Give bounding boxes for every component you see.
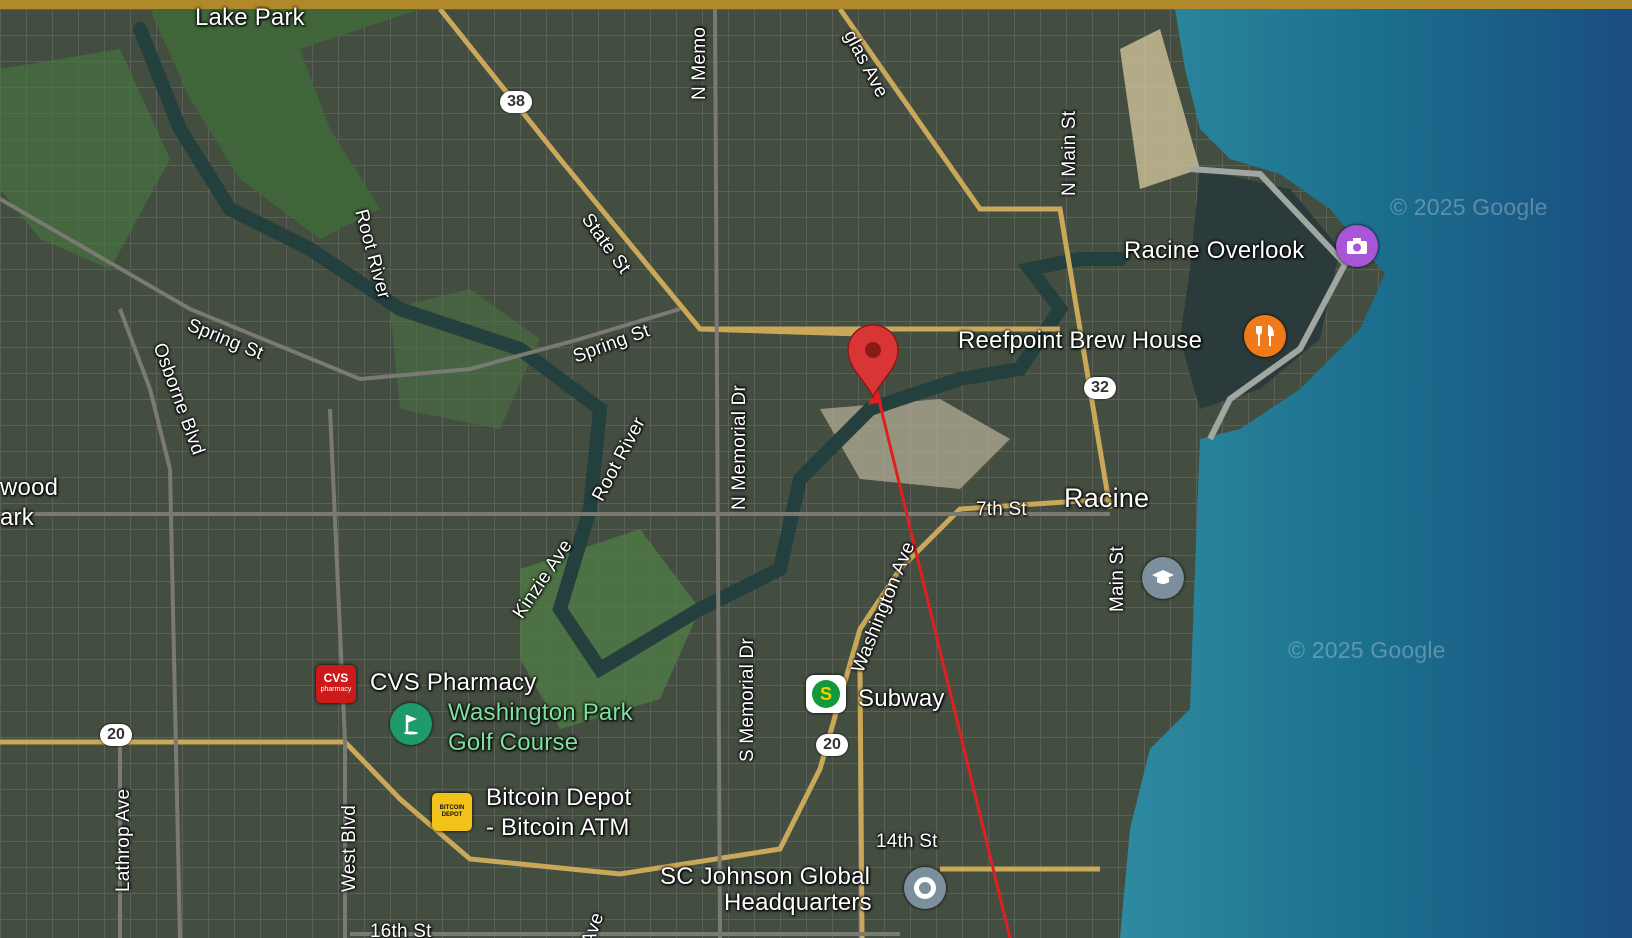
secondary-roads <box>0 9 1110 938</box>
poi-label-subway[interactable]: Subway <box>858 685 945 712</box>
major-roads <box>0 9 1113 938</box>
street-label-main-st: Main St <box>1107 546 1128 612</box>
cvs-logo-subtext: pharmacy <box>320 686 352 693</box>
park-area-west <box>0 49 170 269</box>
street-label-s-memorial-dr: S Memorial Dr <box>737 637 758 762</box>
top-border <box>0 0 1632 9</box>
bitcoin-atm-icon[interactable]: BITCOIN DEPOT <box>432 793 472 831</box>
poi-label-cvs-pharmacy[interactable]: CVS Pharmacy <box>370 669 537 696</box>
place-marker-icon[interactable] <box>904 867 946 909</box>
poi-label-bitcoin-depot[interactable]: - Bitcoin ATM <box>486 814 630 841</box>
street-label-14th-st: 14th St <box>876 831 938 852</box>
route-20-shield: 20 <box>100 724 132 746</box>
camera-icon[interactable] <box>1336 225 1378 267</box>
street-label-n-memorial-dr: N Memorial Dr <box>729 384 750 510</box>
cvs-logo-text: CVS <box>323 671 349 685</box>
route-20-shield: 20 <box>816 734 848 756</box>
street-label-7th-st: 7th St <box>976 499 1027 520</box>
route-38-shield: 38 <box>500 91 532 113</box>
destination-pin-icon[interactable] <box>847 324 899 399</box>
place-label-wood-park: wood <box>0 474 59 501</box>
street-label-n-main-st: N Main St <box>1059 110 1080 196</box>
restaurant-icon[interactable] <box>1244 315 1286 357</box>
poi-label-sc-johnson[interactable]: Headquarters <box>724 889 872 916</box>
route-line <box>874 387 1012 938</box>
street-label-16th-st: 16th St <box>370 921 432 938</box>
street-label-west-blvd: West Blvd <box>339 805 360 892</box>
street-label-lathrop-ave: Lathrop Ave <box>113 788 134 892</box>
place-label-wood-park: ark <box>0 504 34 531</box>
root-river <box>133 22 1127 679</box>
place-label-lake-park: Lake Park <box>195 4 305 31</box>
poi-label-bitcoin-depot[interactable]: Bitcoin Depot <box>486 784 632 811</box>
cvs-pharmacy-icon[interactable]: CVS pharmacy <box>316 665 356 703</box>
poi-label-washington-park-golf-course[interactable]: Washington Park <box>448 699 633 726</box>
poi-label-reefpoint-brew-house[interactable]: Reefpoint Brew House <box>958 327 1203 354</box>
map-svg <box>0 9 1632 938</box>
subway-logo: S <box>812 680 840 708</box>
breakwater <box>1189 166 1349 441</box>
lake-michigan <box>1120 9 1632 938</box>
google-watermark: © 2025 Google <box>1390 194 1548 220</box>
subway-icon[interactable]: S <box>806 675 846 713</box>
beach <box>1120 29 1200 189</box>
poi-label-sc-johnson[interactable]: SC Johnson Global <box>660 863 871 890</box>
bitcoin-logo-text: BITCOIN DEPOT <box>439 805 465 818</box>
school-icon[interactable] <box>1142 557 1184 599</box>
route-32-shield: 32 <box>1084 377 1116 399</box>
poi-label-washington-park-golf-course[interactable]: Golf Course <box>448 729 579 756</box>
park-area-north <box>0 9 420 239</box>
industrial-area <box>820 399 1010 489</box>
street-label-n-memorial: N Memo <box>689 27 710 100</box>
poi-label-racine-overlook[interactable]: Racine Overlook <box>1124 237 1305 264</box>
city-label-racine: Racine <box>1064 483 1150 513</box>
map-canvas[interactable]: © 2025 Google © 2025 Google Lake Park wo… <box>0 4 1632 938</box>
google-watermark: © 2025 Google <box>1288 637 1446 663</box>
route-arrowhead <box>868 388 882 405</box>
golf-icon[interactable] <box>390 703 432 745</box>
